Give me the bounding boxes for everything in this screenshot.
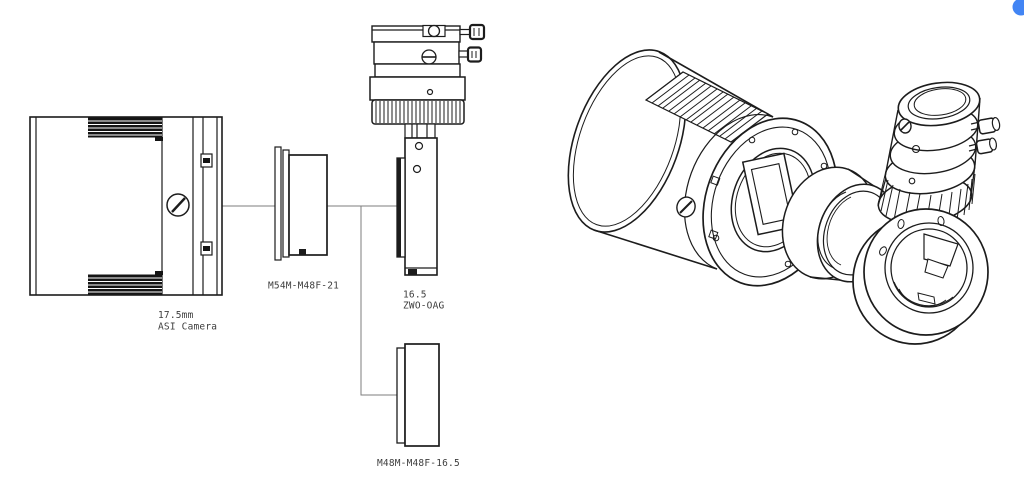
camera-thermal-fins-top [88, 117, 163, 141]
oag-name-label: ZWO-OAG [403, 301, 445, 312]
helical-focuser [369, 23, 486, 125]
camera-retaining-screw [166, 193, 190, 217]
camera-thermal-fins-bottom [88, 271, 163, 295]
slotted-screw [421, 49, 437, 65]
guide-port-screw [414, 141, 424, 151]
focuser-knurled-ring-3d [877, 164, 976, 227]
camera-heatsink-fins-3d [644, 71, 770, 143]
top-screw [422, 24, 446, 38]
pin-hole [426, 88, 434, 96]
schematic-2d-view: 17.5mm ASI Camera M54M-M48F-21 16.5 ZWO-… [29, 23, 486, 470]
oag-focuser-3d [877, 81, 1001, 227]
camera-dimension-label: 17.5mm [158, 310, 194, 321]
focuser-pin-screw [911, 144, 921, 154]
camera-side-view [29, 116, 223, 296]
focuser-pin-hole [908, 177, 916, 185]
focuser-thumbscrew-lower-3d [968, 137, 998, 155]
focuser-left-screw [898, 118, 912, 134]
alt-adapter-label: M48M-M48F-16.5 [377, 458, 460, 469]
oag-dimension-label: 16.5 [403, 290, 427, 301]
oag-ring-3d [852, 208, 989, 345]
notification-dot[interactable] [1012, 0, 1024, 16]
m48m-m48f-16-5-adapter-side-view [396, 343, 440, 447]
zwo-oag-side-view [369, 23, 486, 276]
adapter-ring-3d [781, 166, 898, 283]
camera-name-label: ASI Camera [158, 322, 217, 333]
connector-lines [222, 205, 397, 396]
schematic-labels: 17.5mm ASI Camera M54M-M48F-21 16.5 ZWO-… [158, 281, 460, 470]
thumbscrew-upper [459, 23, 486, 41]
prism-assembly [893, 233, 959, 307]
knurled-ring [371, 99, 465, 125]
front-adapter-label: M54M-M48F-21 [268, 281, 339, 292]
set-screw [408, 269, 417, 275]
camera-side-screw-3d [676, 196, 696, 218]
focuser-thumbscrew-upper-3d [970, 116, 1001, 135]
exploded-3d-view [567, 49, 1001, 345]
oag-body [396, 123, 438, 276]
m54m-m48f-21-adapter-side-view [274, 146, 328, 261]
set-screw [299, 249, 306, 255]
ring-screw-holes [879, 216, 945, 256]
thumbscrew-lower [458, 46, 483, 63]
guide-port-screw [412, 164, 422, 174]
camera-clamp-blocks [200, 153, 213, 256]
